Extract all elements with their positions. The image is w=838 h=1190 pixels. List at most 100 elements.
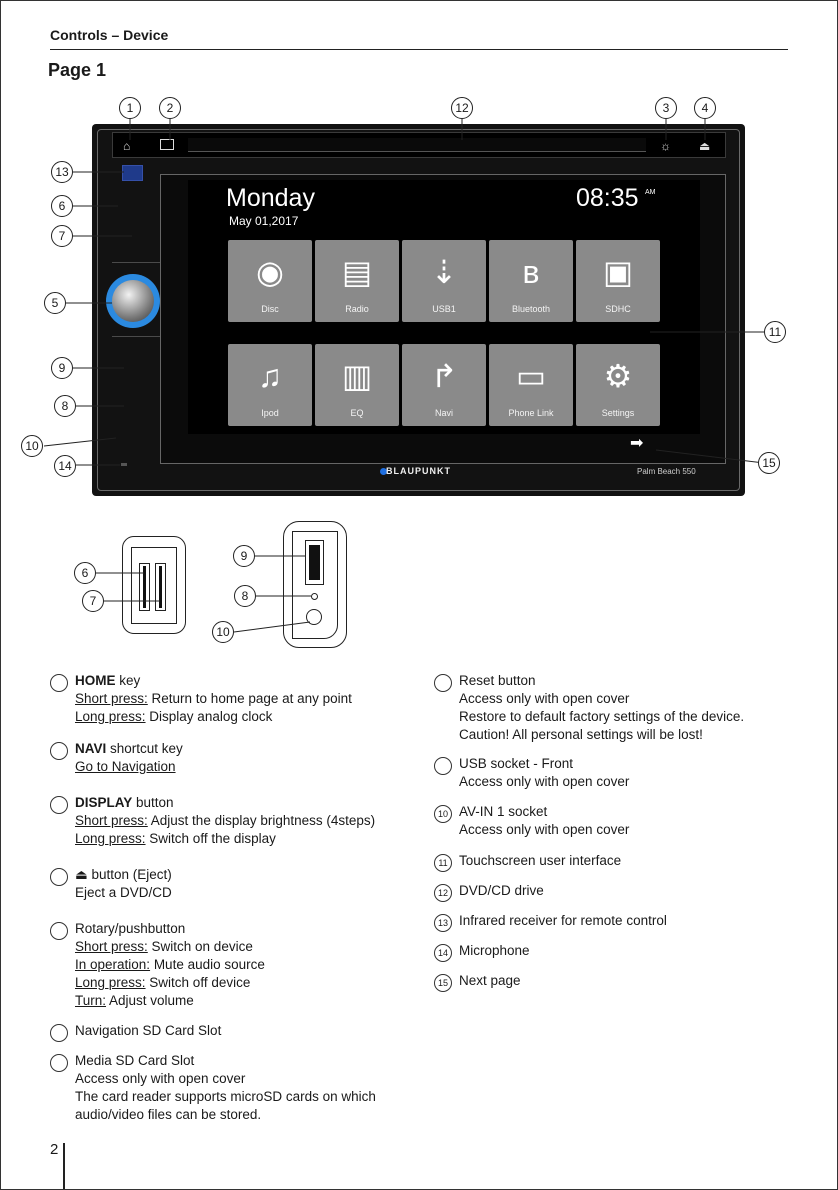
sd-slot-opening — [143, 566, 146, 608]
page-heading: Page 1 — [48, 60, 107, 80]
legend-number-circle — [50, 742, 68, 760]
app-tile-settings[interactable]: ⚙ Settings — [576, 344, 660, 426]
phone-link-icon: ▭ — [515, 358, 547, 394]
app-tile-ipod[interactable]: ♫Ipod — [228, 344, 312, 426]
app-tile-radio[interactable]: ▤ Radio — [315, 240, 399, 322]
callout-11: 11 — [764, 321, 786, 343]
av-in-socket — [306, 609, 322, 625]
rotary-knob — [112, 280, 154, 322]
detail-callout-10: 10 — [212, 621, 234, 643]
sd-slot-inner — [131, 547, 177, 624]
app-tile-disc[interactable]: ◉ Disc — [228, 240, 312, 322]
callout-12: 12 — [451, 97, 473, 119]
page-number-bar — [63, 1143, 65, 1189]
app-tile-label: Bluetooth — [511, 304, 551, 314]
app-tile-label: Phone Link — [508, 408, 554, 418]
callout-7: 7 — [51, 225, 73, 247]
app-tile-label: USB1 — [432, 304, 456, 314]
sd-slot-opening — [159, 566, 162, 608]
app-tile-sdhc[interactable]: ▣ SDHC — [576, 240, 660, 322]
eject-icon: ⏏ — [699, 139, 711, 153]
next-page-arrow-icon: ➡ — [630, 435, 644, 452]
home-icon: ⌂ — [123, 139, 131, 153]
legend-number-circle — [434, 757, 452, 775]
page-number: 2 — [50, 1141, 59, 1158]
reset-hole — [311, 593, 318, 600]
legend-item: Touchscreen user interface — [459, 853, 622, 868]
legend-number-circle: 12 — [434, 884, 452, 902]
legend-item: DVD/CD drive — [459, 883, 544, 898]
legend-item: Next page — [459, 973, 521, 988]
infrared-receiver — [122, 165, 143, 181]
callout-leader-lines — [43, 119, 765, 633]
side-divider-line — [112, 336, 164, 337]
device-bezel — [97, 129, 740, 491]
brightness-icon: ☼ — [660, 139, 671, 153]
radio-icon: ▤ — [341, 254, 373, 290]
app-tile-navi[interactable]: ↱ Navi — [402, 344, 486, 426]
disc-icon: ◉ — [256, 254, 284, 290]
turn-right-arrow-icon: ↱ — [430, 358, 458, 394]
callout-3: 3 — [655, 97, 677, 119]
front-ports-inner — [292, 531, 338, 639]
callout-1: 1 — [119, 97, 141, 119]
model-name: Palm Beach 550 — [637, 467, 696, 476]
app-tile-label: SDHC — [605, 304, 631, 314]
callout-13: 13 — [51, 161, 73, 183]
legend-number-circle — [50, 1054, 68, 1072]
legend-number-circle — [50, 674, 68, 692]
brand-logo-dot — [380, 468, 387, 475]
legend-number-circle — [50, 1024, 68, 1042]
screen-ampm: AM — [645, 189, 656, 196]
callout-4: 4 — [694, 97, 716, 119]
app-tile-label: Radio — [345, 304, 369, 314]
app-tile-eq[interactable]: ▥ EQ — [315, 344, 399, 426]
callout-9: 9 — [51, 357, 73, 379]
legend-number-circle: 15 — [434, 974, 452, 992]
app-tile-label: Navi — [434, 408, 453, 418]
screen-time: 08:35 — [576, 184, 639, 212]
gear-icon: ⚙ — [603, 358, 633, 394]
equalizer-icon: ▥ — [341, 358, 373, 394]
callout-5: 5 — [44, 292, 66, 314]
legend-number-circle — [434, 674, 452, 692]
legend-number-circle: 14 — [434, 944, 452, 962]
disc-slot — [188, 138, 646, 152]
callout-2: 2 — [159, 97, 181, 119]
legend-item: Microphone — [459, 943, 530, 958]
microphone — [121, 463, 127, 466]
app-tile-label: EQ — [350, 408, 364, 418]
legend-number-circle — [50, 868, 68, 886]
detail-callout-7: 7 — [82, 590, 104, 612]
side-divider-line — [112, 262, 164, 263]
legend-item: Infrared receiver for remote control — [459, 913, 667, 928]
app-tile-label: Settings — [601, 408, 635, 418]
legend-number-circle — [50, 796, 68, 814]
music-note-icon: ♫ — [258, 358, 282, 394]
legend-item: ⏏ button (Eject)Eject a DVD/CD — [75, 867, 172, 900]
detail-callout-8: 8 — [234, 585, 256, 607]
section-title: Controls – Device — [50, 27, 169, 43]
detail-callout-6: 6 — [74, 562, 96, 584]
callout-15: 15 — [758, 452, 780, 474]
app-tile-label: Disc — [261, 304, 279, 314]
detail-callout-9: 9 — [233, 545, 255, 567]
legend-number-circle — [50, 922, 68, 940]
usb-socket-opening — [309, 545, 320, 580]
sd-slot-detail — [122, 536, 186, 634]
callout-6: 6 — [51, 195, 73, 217]
app-tile-phone-link[interactable]: ▭ Phone Link — [489, 344, 573, 426]
screen-date: May 01,2017 — [229, 214, 299, 228]
app-tile-usb1[interactable]: ⇣USB1 — [402, 240, 486, 322]
screen-day: Monday — [226, 184, 315, 212]
sd-card-icon: ▣ — [602, 254, 634, 290]
